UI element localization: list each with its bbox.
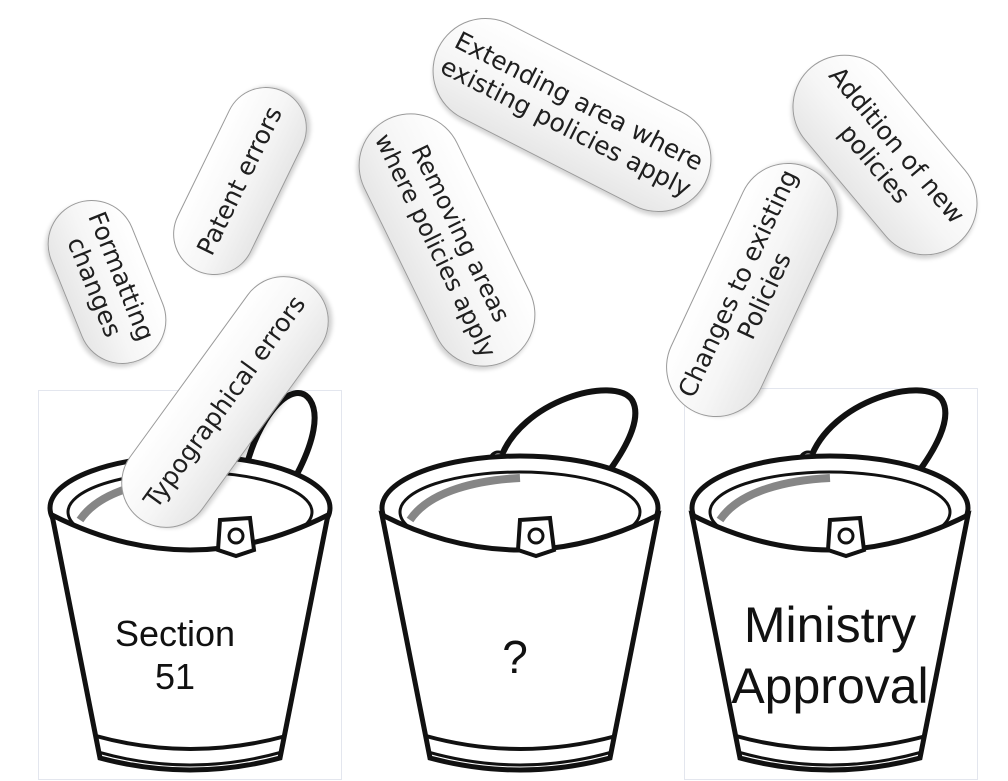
bucket-label-ministry-approval: Ministry Approval xyxy=(731,597,929,714)
card-extending-area-text: Extending area where existing policies a… xyxy=(435,26,708,203)
bucket-panel-right xyxy=(684,388,978,780)
card-formatting-changes[interactable]: Formatting changes xyxy=(34,186,180,378)
bucket-label-unknown: ? xyxy=(502,631,528,683)
bucket-ministry-approval xyxy=(688,387,972,773)
bucket-unknown xyxy=(378,387,662,773)
card-formatting-changes-text: Formatting changes xyxy=(61,207,161,346)
card-removing-areas-text: Removing areas where policies apply xyxy=(368,129,516,363)
card-changes-to-existing-policies-text: Changes to existing Policies xyxy=(672,165,804,403)
card-patent-errors[interactable]: Patent errors xyxy=(159,73,321,289)
card-patent-errors-text: Patent errors xyxy=(190,101,288,260)
bucket-label-section-51: Section 51 xyxy=(114,613,236,698)
